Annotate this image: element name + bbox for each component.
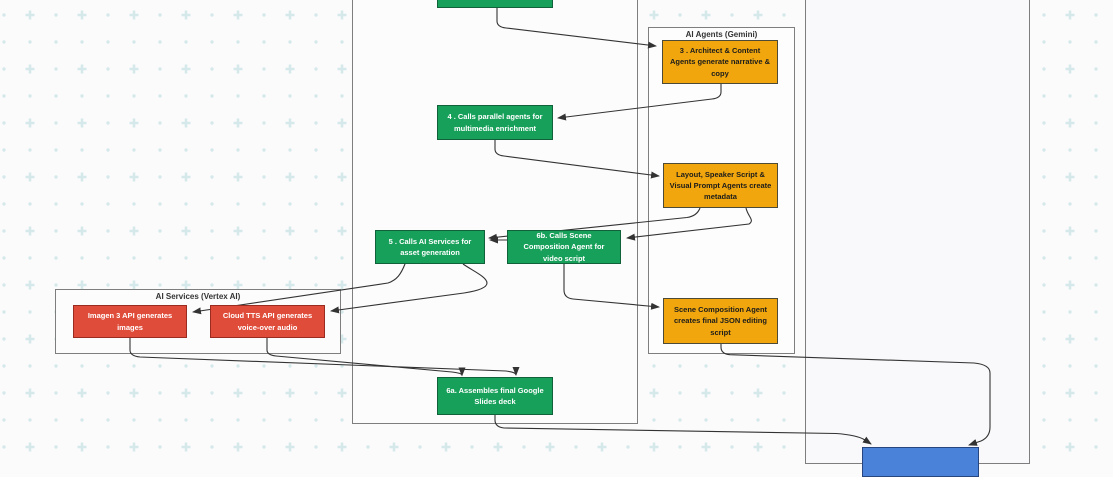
edge-orchestrator-to-step3 bbox=[496, 8, 657, 49]
edge-layer bbox=[129, 8, 991, 446]
edge-step5-to-cloudtts bbox=[330, 263, 488, 314]
node-calls-ai-services[interactable]: 5 . Calls AI Services for asset generati… bbox=[375, 230, 485, 264]
edge-imagen-to-step6a bbox=[129, 337, 520, 376]
ai-services-vertex-label: AI Services (Vertex AI) bbox=[155, 292, 241, 301]
edge-cloudtts-to-step6a bbox=[266, 337, 466, 377]
node-orchestrator-partial[interactable] bbox=[437, 0, 553, 8]
edge-step4-to-layout bbox=[494, 140, 660, 179]
node-calls-parallel-agents[interactable]: 4 . Calls parallel agents for multimedia… bbox=[437, 105, 553, 140]
edge-step6a-to-output bbox=[494, 415, 872, 445]
node-imagen-api[interactable]: Imagen 3 API generates images bbox=[73, 305, 187, 338]
node-calls-scene-composition[interactable]: 6b. Calls Scene Composition Agent for vi… bbox=[507, 230, 621, 264]
right-output-container bbox=[805, 0, 1030, 464]
edge-step6b-to-scene bbox=[563, 264, 660, 310]
node-scene-composition-agent[interactable]: Scene Composition Agent creates final JS… bbox=[663, 298, 778, 344]
node-cloud-tts-api[interactable]: Cloud TTS API generates voice-over audio bbox=[210, 305, 325, 338]
node-layout-script-visual-agents[interactable]: Layout, Speaker Script & Visual Prompt A… bbox=[663, 163, 778, 208]
node-assembles-slides-deck[interactable]: 6a. Assembles final Google Slides deck bbox=[437, 377, 553, 415]
edge-step3-to-step4 bbox=[557, 84, 722, 121]
ai-agents-gemini-label: AI Agents (Gemini) bbox=[685, 30, 758, 39]
edge-scene-to-output bbox=[720, 344, 991, 446]
edge-layout-to-step6b bbox=[626, 207, 752, 241]
edge-step5-to-imagen bbox=[192, 263, 406, 315]
edge-layout-to-step5 bbox=[488, 207, 701, 241]
node-architect-content-agents[interactable]: 3 . Architect & Content Agents generate … bbox=[662, 40, 778, 84]
main-flow-container bbox=[352, 0, 638, 424]
